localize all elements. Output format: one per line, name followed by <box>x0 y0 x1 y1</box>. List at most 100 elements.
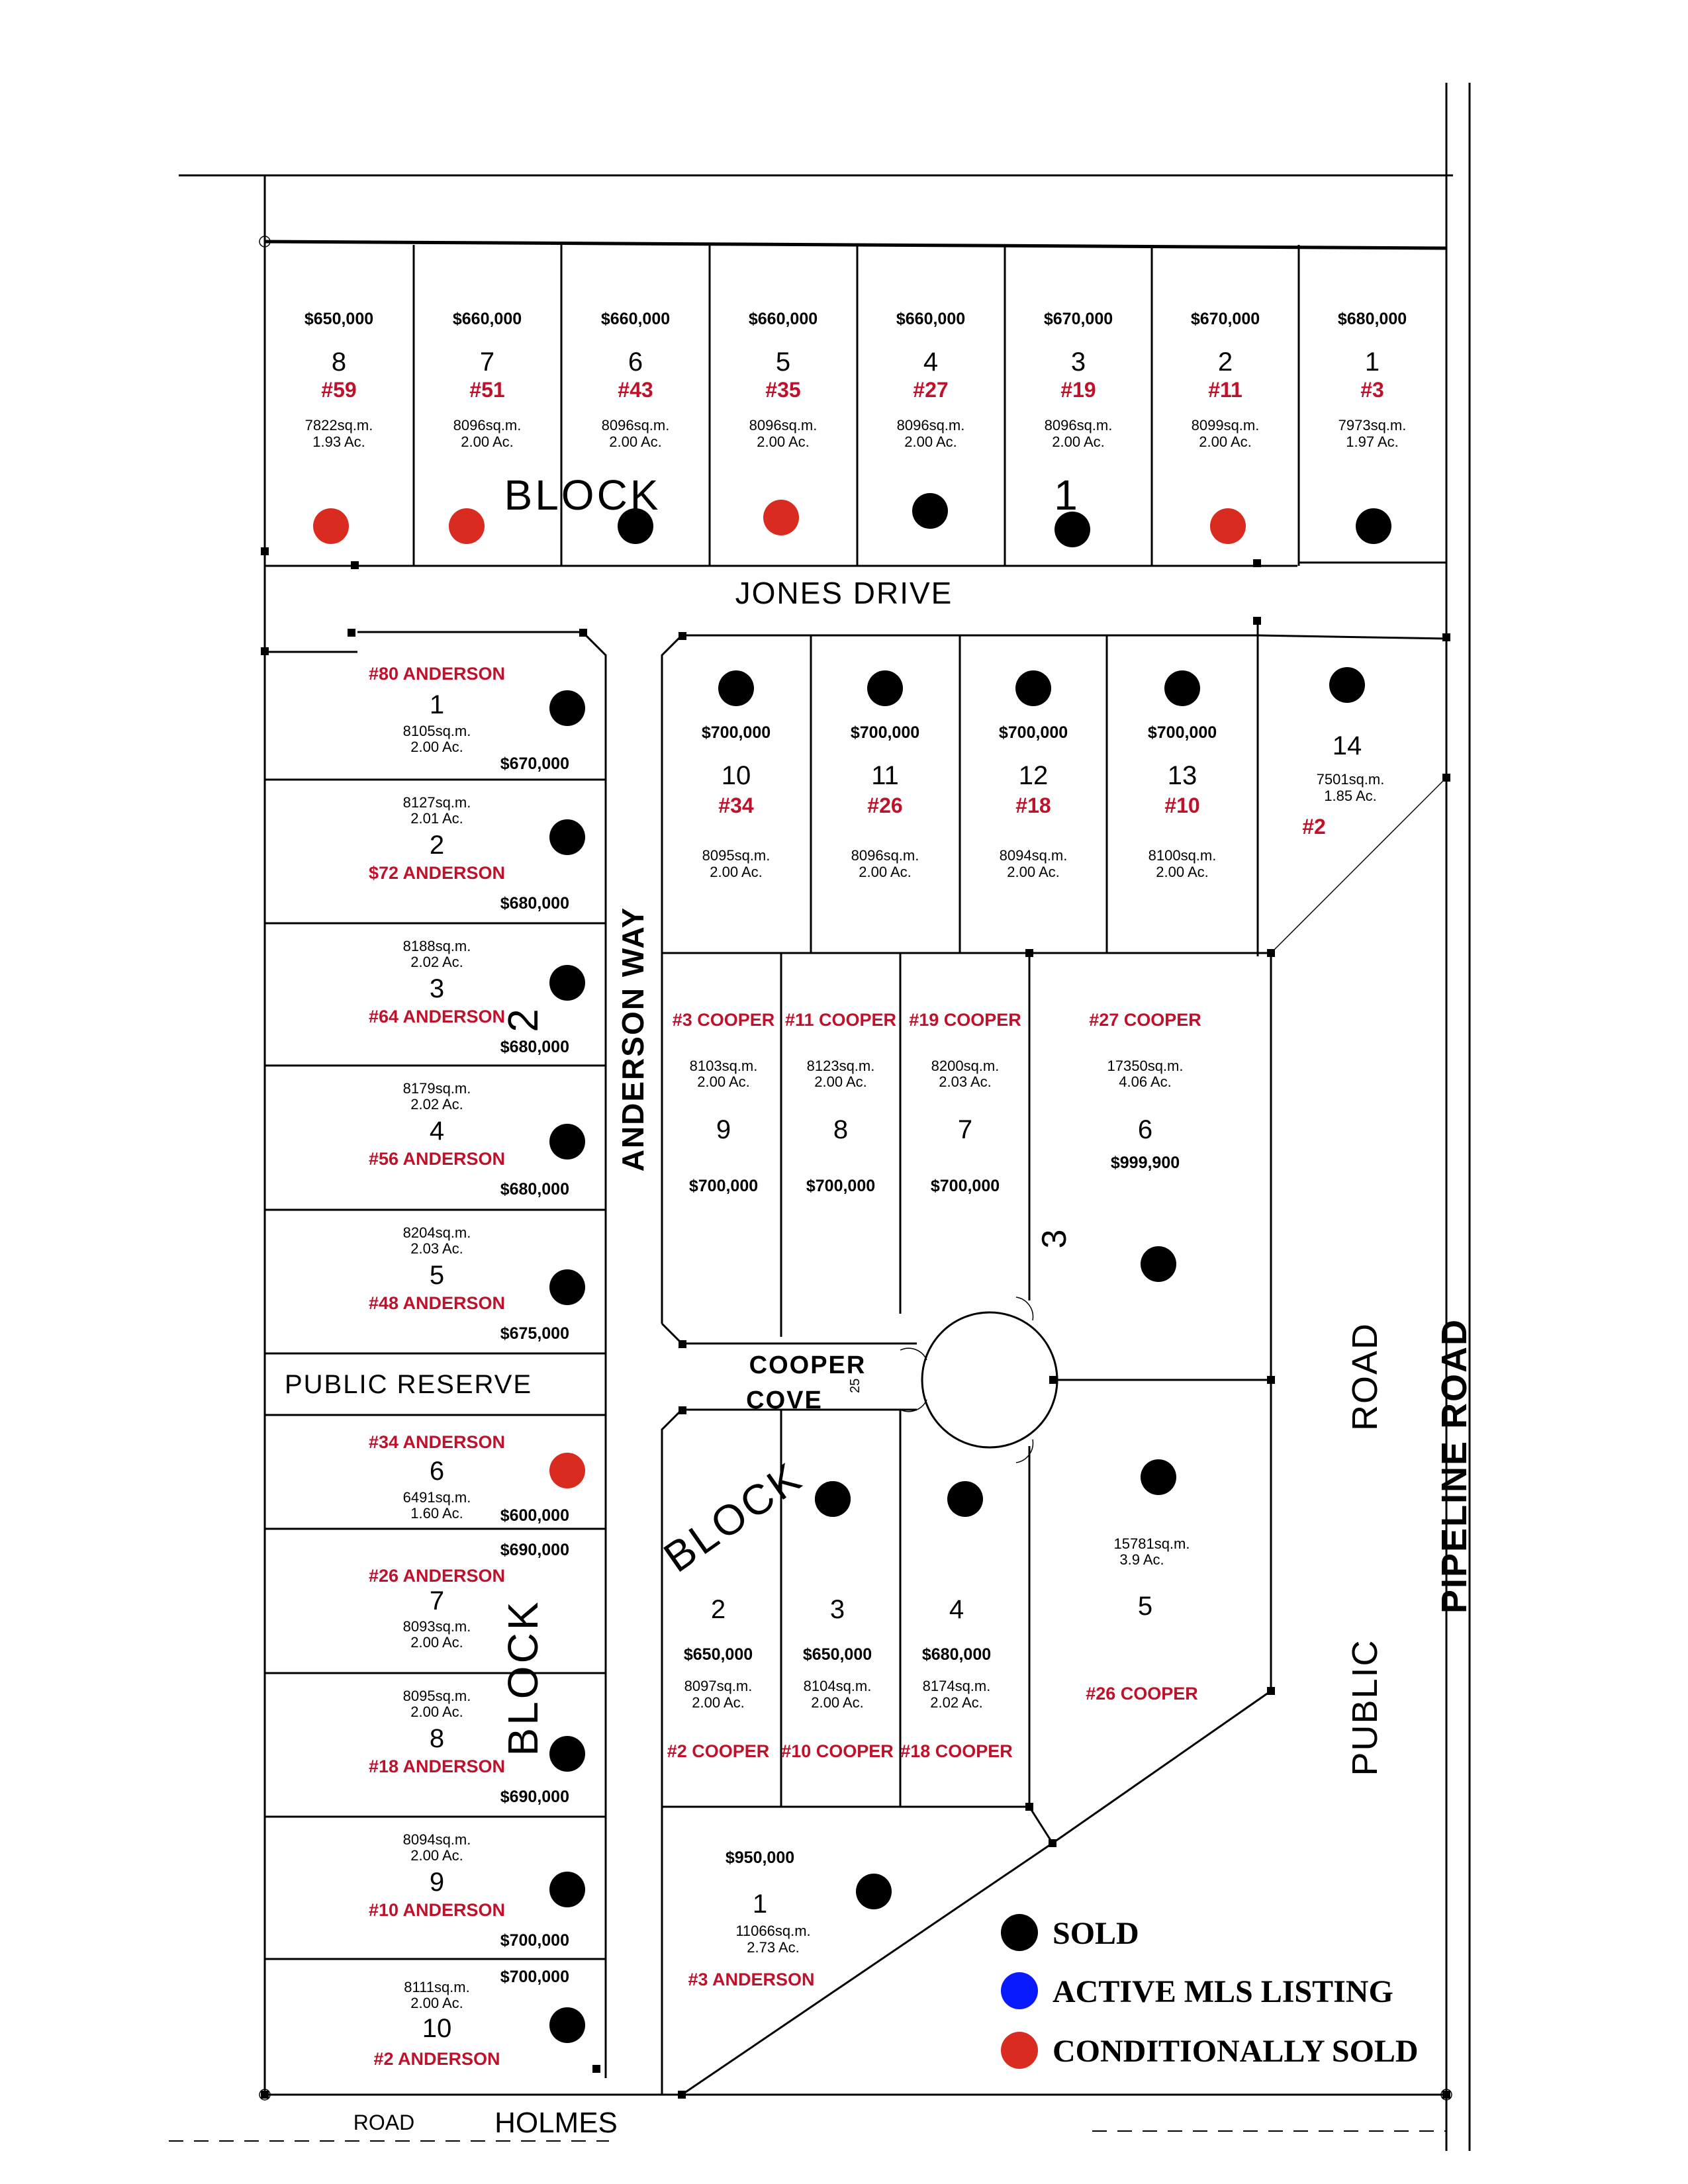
cove-label: COVE <box>746 1387 823 1414</box>
lot-status-dot[interactable] <box>1141 1246 1176 1282</box>
lot-number: 6 <box>628 347 643 377</box>
lot-status-dot[interactable] <box>867 670 903 706</box>
lot-status-dot[interactable] <box>313 508 349 544</box>
lot-status-dot[interactable] <box>449 508 485 544</box>
lot-status-dot[interactable] <box>763 500 799 535</box>
lot-area-sqm: 7973sq.m. <box>1338 417 1407 433</box>
lot-number: 8 <box>833 1115 848 1144</box>
lot-status-dot[interactable] <box>618 508 653 544</box>
lot-number: 12 <box>1019 761 1049 790</box>
lot-status-dot[interactable] <box>1356 508 1391 544</box>
lot-price: $650,000 <box>803 1645 872 1664</box>
lot-number: 5 <box>1138 1592 1152 1621</box>
block1-number: 1 <box>1054 471 1080 519</box>
public-road-public: PUBLIC <box>1345 1639 1385 1776</box>
lot-address: #19 <box>1060 378 1096 402</box>
lot-status-dot[interactable] <box>549 1453 585 1488</box>
lot-number: 1 <box>430 690 444 719</box>
lot-address: #43 <box>618 378 653 402</box>
lot-status-dot[interactable] <box>549 1872 585 1907</box>
lot-address: #48 ANDERSON <box>369 1293 505 1313</box>
lot-area-acres: 2.00 Ac. <box>1007 864 1060 880</box>
lot-address: #2 <box>1302 815 1326 839</box>
lot-price: $700,000 <box>851 723 919 742</box>
lot-price: $650,000 <box>684 1645 753 1664</box>
lot-area-sqm: 8100sq.m. <box>1149 847 1217 864</box>
lot-address: #26 ANDERSON <box>369 1566 505 1586</box>
lot-status-dot[interactable] <box>718 670 754 706</box>
jones-drive-label: JONES DRIVE <box>735 576 953 610</box>
lot-status-dot[interactable] <box>815 1481 851 1517</box>
lot-area-sqm: 11066sq.m. <box>735 1923 810 1939</box>
lot-status-dot[interactable] <box>549 690 585 726</box>
lot-number: 4 <box>430 1116 444 1146</box>
lot-price: $660,000 <box>896 310 965 328</box>
lot-area-sqm: 8105sq.m. <box>403 723 471 739</box>
lot-area-acres: 2.00 Ac. <box>904 433 957 450</box>
lot-status-dot[interactable] <box>947 1481 983 1517</box>
lot-price: $680,000 <box>1338 310 1407 328</box>
lot-status-dot[interactable] <box>1210 508 1246 544</box>
lot-address: #80 ANDERSON <box>369 664 505 684</box>
lot-area-sqm: 8096sq.m. <box>453 417 522 433</box>
lot-status-dot[interactable] <box>1055 512 1090 547</box>
lot-price: $660,000 <box>749 310 818 328</box>
lot-area-sqm: 8095sq.m. <box>702 847 771 864</box>
lot-address: #56 ANDERSON <box>369 1149 505 1169</box>
lot-area-sqm: 8104sq.m. <box>804 1678 872 1694</box>
lot-price: $600,000 <box>500 1506 569 1525</box>
lot-address: #27 <box>913 378 948 402</box>
lot-address: #2 ANDERSON <box>373 2049 500 2069</box>
lot-number: 7 <box>430 1586 444 1615</box>
lot-area-acres: 2.00 Ac. <box>410 1634 463 1651</box>
lot-price: $700,000 <box>500 1931 569 1950</box>
lot-status-dot[interactable] <box>549 1269 585 1305</box>
lot-status-dot[interactable] <box>549 1124 585 1160</box>
street-labels: JONES DRIVE ANDERSON WAY COOPER COVE 25 … <box>285 576 1474 2139</box>
public-road-road: ROAD <box>1345 1322 1385 1431</box>
lot-area-acres: 1.60 Ac. <box>410 1505 463 1522</box>
lot-address: #3 COOPER <box>673 1010 775 1030</box>
lot-price: $650,000 <box>305 310 373 328</box>
lot-area-sqm: 8093sq.m. <box>403 1618 471 1635</box>
lot-area-sqm: 6491sq.m. <box>403 1489 471 1506</box>
lot-area-acres: 1.93 Ac. <box>312 433 365 450</box>
lot-price: $690,000 <box>500 1541 569 1559</box>
lot-area-sqm: 7501sq.m. <box>1317 771 1385 788</box>
lot-status-dot[interactable] <box>1329 667 1365 703</box>
lot-number: 5 <box>430 1261 444 1290</box>
lot-status-dot[interactable] <box>549 819 585 855</box>
lot-status-dot[interactable] <box>1164 670 1200 706</box>
cul-de-sac-radius: 25 <box>848 1379 863 1393</box>
lot-area-sqm: 8179sq.m. <box>403 1080 471 1097</box>
lot-status-dot[interactable] <box>856 1874 892 1909</box>
lot-price: $700,000 <box>931 1177 1000 1195</box>
lot-status-dot[interactable] <box>1015 670 1051 706</box>
lot-number: 9 <box>430 1868 444 1897</box>
lot-address: #34 ANDERSON <box>369 1432 505 1452</box>
lot-area-sqm: 8204sq.m. <box>403 1224 471 1241</box>
road-bottom-label: ROAD <box>353 2111 414 2134</box>
lot-number: 6 <box>430 1457 444 1486</box>
lot-number: 9 <box>716 1115 731 1144</box>
lot-number: 10 <box>422 2014 452 2043</box>
lot-status-dot[interactable] <box>912 493 948 529</box>
lot-number: 1 <box>1365 347 1380 377</box>
lot-status-dot[interactable] <box>549 965 585 1001</box>
lot-number: 2 <box>1218 347 1233 377</box>
lot-price: $700,000 <box>702 723 771 742</box>
lot-status-dot[interactable] <box>1141 1459 1176 1495</box>
lot-area-sqm: 15781sq.m. <box>1114 1535 1190 1552</box>
lot-area-sqm: 8096sq.m. <box>897 417 965 433</box>
lot-status-dot[interactable] <box>549 2007 585 2043</box>
lot-status-dot[interactable] <box>549 1736 585 1772</box>
lot-address: #27 COOPER <box>1089 1010 1201 1030</box>
lot-price: $670,000 <box>1191 310 1260 328</box>
lot-address: #34 <box>718 794 754 817</box>
lot-area-sqm: 8094sq.m. <box>403 1831 471 1848</box>
lot-area-acres: 2.03 Ac. <box>410 1240 463 1257</box>
lot-price: $680,000 <box>500 1038 569 1056</box>
